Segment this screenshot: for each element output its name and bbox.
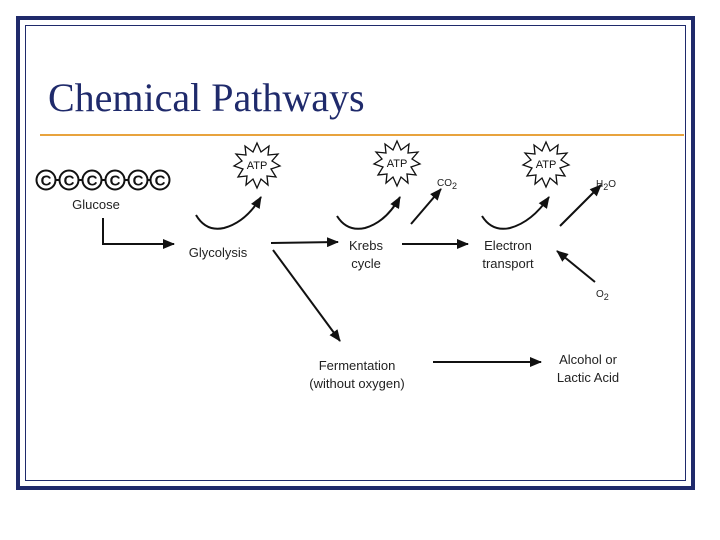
svg-text:Electron: Electron <box>484 238 532 253</box>
svg-text:C: C <box>155 173 166 190</box>
glycolysis-to-krebs-arrow <box>270 237 339 248</box>
carbon-atom-1: C <box>35 169 57 191</box>
svg-text:H2O: H2O <box>596 179 616 192</box>
carbon-atom-4: C <box>104 169 126 191</box>
fermentation-label: Fermentation (without oxygen) <box>309 358 404 391</box>
atp-curve-arrow-3 <box>481 196 550 230</box>
atp-burst-2: ATP <box>373 140 421 187</box>
svg-text:ATP: ATP <box>387 158 408 170</box>
carbon-atom-2: C <box>58 169 80 191</box>
svg-text:(without oxygen): (without oxygen) <box>309 376 404 391</box>
svg-text:cycle: cycle <box>351 256 381 271</box>
glycolysis-to-fermentation-arrow <box>272 249 341 342</box>
krebs-to-co2-arrow <box>410 188 442 225</box>
glucose-label: Glucose <box>72 197 120 212</box>
svg-text:C: C <box>64 173 75 190</box>
carbon-atom-3: C <box>81 169 103 191</box>
carbon-atom-6: C <box>149 169 171 191</box>
svg-text:Alcohol or: Alcohol or <box>559 352 617 367</box>
svg-text:C: C <box>41 173 52 190</box>
svg-text:C: C <box>133 173 144 190</box>
alcohol-lactic-acid-label: Alcohol or Lactic Acid <box>557 352 619 385</box>
slide-frame <box>16 16 695 490</box>
svg-text:transport: transport <box>482 256 534 271</box>
svg-text:ATP: ATP <box>536 159 557 171</box>
title-rule <box>40 134 684 136</box>
electron-transport-label: Electron transport <box>482 238 534 271</box>
glucose-molecule: C C C C C C Glucose <box>35 169 171 212</box>
atp-curve-arrow-1 <box>195 196 262 230</box>
svg-text:ATP: ATP <box>247 160 268 172</box>
svg-text:C: C <box>110 173 121 190</box>
svg-text:Krebs: Krebs <box>349 238 383 253</box>
svg-text:Lactic Acid: Lactic Acid <box>557 370 619 385</box>
krebs-cycle-label: Krebs cycle <box>349 238 383 271</box>
slide-title: Chemical Pathways <box>48 75 365 120</box>
electron-to-h2o-arrow <box>559 184 602 227</box>
atp-burst-1: ATP <box>233 142 281 189</box>
atp-burst-3: ATP <box>522 141 570 188</box>
co2-label: CO2 <box>437 178 457 191</box>
svg-text:CO2: CO2 <box>437 178 457 191</box>
carbon-atom-5: C <box>127 169 149 191</box>
svg-text:O2: O2 <box>596 289 609 302</box>
h2o-label: H2O <box>596 179 616 192</box>
svg-text:C: C <box>87 173 98 190</box>
o2-label: O2 <box>596 289 609 302</box>
glycolysis-label: Glycolysis <box>189 245 248 260</box>
svg-text:Fermentation: Fermentation <box>319 358 396 373</box>
glucose-to-glycolysis-arrow <box>102 218 175 249</box>
slide-inner-border <box>25 25 686 481</box>
o2-to-electron-arrow <box>556 250 596 283</box>
atp-curve-arrow-2 <box>336 196 401 230</box>
